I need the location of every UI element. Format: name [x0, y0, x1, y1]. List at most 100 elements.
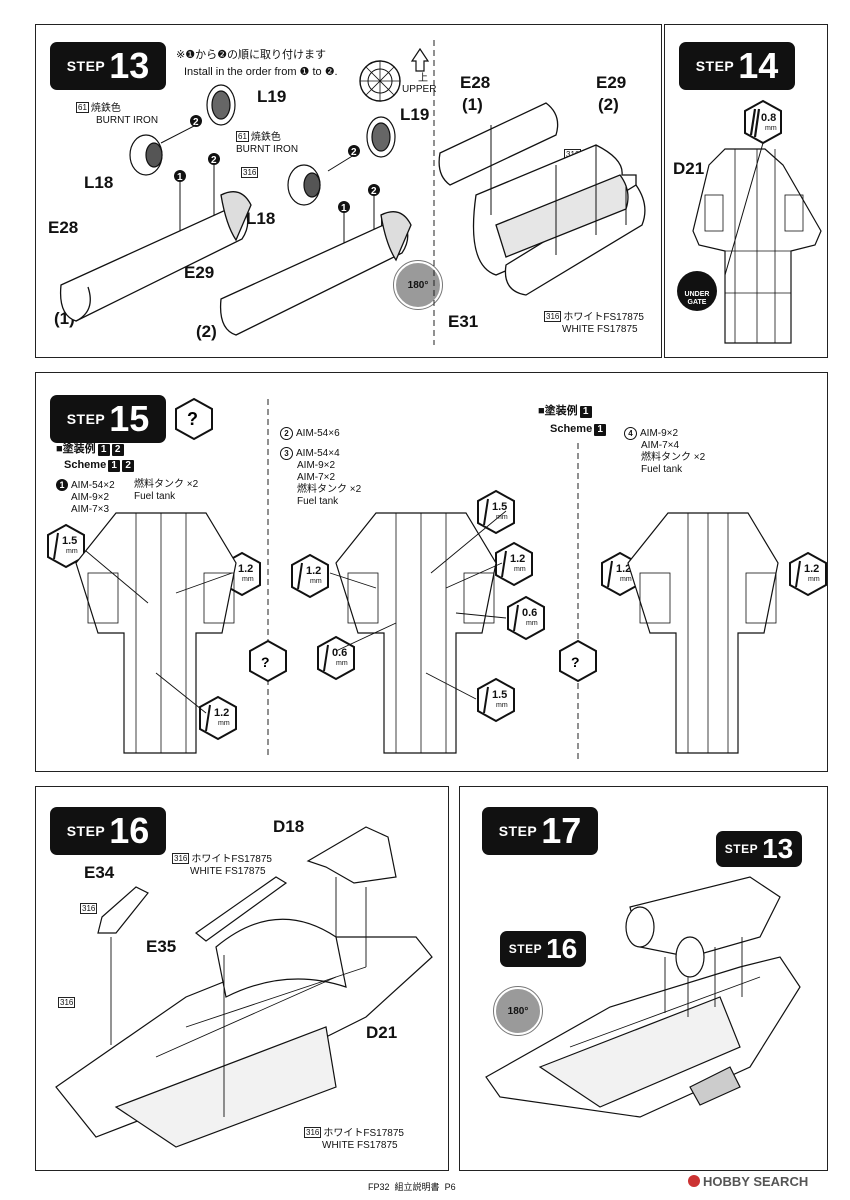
drill-unit: mm [620, 576, 632, 583]
drill-unit: mm [514, 566, 526, 573]
paint-code-61: 61 [236, 131, 249, 142]
step-number: 14 [738, 45, 779, 86]
scheme-num-only: 1 [594, 424, 607, 436]
option-1-fuel: 燃料タンク ×2 Fuel tank [134, 479, 198, 503]
part-label-l19-a: L19 [257, 87, 287, 106]
scheme-en: Scheme [550, 423, 593, 435]
install-order-note-jp: ※❶から❷の順に取り付けます [176, 49, 326, 61]
part-label-d18: D18 [273, 817, 305, 836]
svg-text:1: 1 [341, 203, 347, 214]
step-word: STEP [724, 842, 759, 856]
upper-label-en: UPPER [402, 84, 437, 95]
part-label-e29-b: E29 [596, 73, 627, 92]
step-word: STEP [66, 823, 106, 839]
white-jp: ホワイトFS17875 [323, 1128, 404, 1139]
white-label-316-a: 316 [241, 167, 260, 180]
part-label-e35: E35 [146, 937, 177, 956]
step13-ref-badge: STEP 13 [716, 831, 802, 867]
scheme-num-2: 2 [122, 460, 135, 472]
drill-value: 0.6 [332, 647, 348, 659]
drill-unit: mm [66, 548, 78, 555]
drill-unit: mm [218, 720, 230, 727]
under-gate-badge: UNDER GATE [677, 271, 717, 311]
watermark-text: HOBBY SEARCH [703, 1174, 809, 1189]
scheme-en: Scheme [64, 459, 107, 471]
scheme-num-2: 2 [111, 444, 124, 456]
side-label-1-b: (1) [462, 95, 483, 114]
install-order-note-en: Install in the order from ❶ to ❷. [184, 66, 338, 78]
rotate-180-icon: 180° [493, 986, 543, 1036]
drill-value: 1.2 [238, 563, 254, 575]
scheme-num-1: 1 [108, 460, 121, 472]
step-word: STEP [66, 58, 106, 74]
option-choice-icon: ? [175, 397, 213, 441]
burnt-en: BURNT IRON [96, 115, 159, 126]
white-jp: ホワイトFS17875 [563, 312, 644, 323]
svg-text:2: 2 [351, 147, 357, 158]
opt4-line2: AIM-7×4 [641, 440, 680, 451]
watermark-logo-icon [688, 1175, 700, 1187]
white-en: WHITE FS17875 [562, 324, 638, 335]
drill-unit: mm [496, 702, 508, 709]
opt4-line1: AIM-9×2 [640, 428, 679, 439]
step-ref-number: 13 [762, 833, 794, 864]
step13-drawing: 2 1 2 2 1 2 [59, 40, 646, 345]
step16-ref-badge: STEP 16 [500, 931, 586, 967]
part-label-l19-b: L19 [400, 105, 430, 124]
burnt-en: BURNT IRON [236, 144, 299, 155]
step-word: STEP [508, 942, 543, 956]
footer-page-info: FP32 組立説明書 P6 [368, 1180, 456, 1193]
step-word: STEP [66, 411, 106, 427]
part-label-e29-a: E29 [184, 263, 215, 282]
burnt-jp: 焼鉄色 [90, 103, 121, 114]
opt1-line3: AIM-7×3 [71, 504, 110, 515]
drill-unit: mm [765, 125, 777, 132]
part-label-e28-b: E28 [460, 73, 491, 92]
drill-value: 1.2 [214, 707, 230, 719]
svg-text:?: ? [261, 654, 270, 670]
scheme-jp: ■塗装例 [56, 443, 96, 455]
paint-code-316: 316 [544, 311, 562, 322]
scheme-num-1: 1 [97, 444, 110, 456]
paint-code-316: 316 [172, 853, 190, 864]
svg-text:?: ? [187, 409, 198, 429]
step17-panel: STEP 17 STEP 13 STEP 16 180° [459, 786, 828, 1171]
opt3-line4: 燃料タンク ×2 [297, 484, 362, 495]
footer-page: P6 [444, 1182, 456, 1192]
rotate-180-text: 180° [407, 279, 429, 291]
burnt-jp: 焼鉄色 [250, 132, 281, 143]
white-en: WHITE FS17875 [322, 1140, 398, 1151]
step16-badge: STEP 16 [50, 807, 166, 855]
drill-value: 1.2 [510, 553, 526, 565]
white-en: WHITE FS17875 [190, 866, 266, 877]
side-label-2: (2) [196, 322, 217, 341]
watermark: HOBBY SEARCH [688, 1174, 808, 1189]
step14-badge: STEP 14 [679, 42, 795, 90]
opt4-line3: 燃料タンク ×2 [641, 452, 706, 463]
part-label-e28-a: E28 [48, 218, 79, 237]
svg-text:2: 2 [211, 155, 217, 166]
step17-drawing [485, 876, 801, 1118]
paint-code-316: 316 [58, 997, 76, 1008]
paint-code-left-edge: 316 [58, 997, 77, 1010]
part-label-e31: E31 [448, 312, 479, 331]
svg-text:1: 1 [177, 172, 183, 183]
part-label-d21: D21 [366, 1023, 398, 1042]
part-label-d21: D21 [673, 159, 705, 178]
